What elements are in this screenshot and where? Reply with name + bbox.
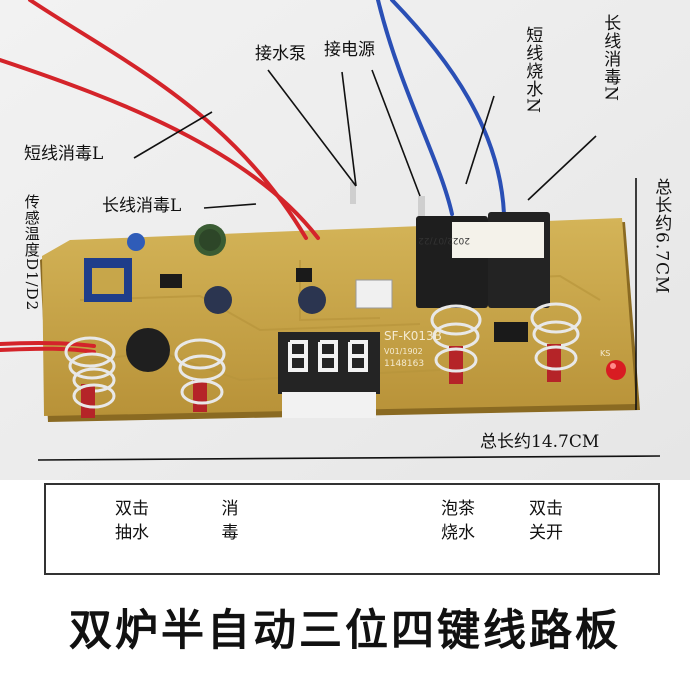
key-label-pump: 双击 抽水 <box>115 499 149 543</box>
key-label-disinfect: 消 毒 <box>221 499 239 543</box>
relay-date-text: 2022/07/22 <box>418 235 470 245</box>
label-sensor: 传感温度D1/D2 <box>22 194 41 312</box>
page-title: 双炉半自动三位四键线路板 <box>69 606 621 656</box>
board-model-text: SF-K013B <box>384 329 442 343</box>
key-label-tea-boil: 泡茶 烧水 <box>441 499 475 543</box>
board-code-text: 1148163 <box>384 359 424 369</box>
key-legend-box: 双击 抽水 消 毒 泡茶 烧水 双击 关开 <box>44 483 660 575</box>
key-label-power-toggle: 双击 关开 <box>529 499 563 543</box>
springs <box>64 302 582 418</box>
label-power: 接电源 <box>324 40 375 60</box>
label-long-wire-disinfect-l: 长线消毒L <box>102 196 182 216</box>
label-short-wire-boil-n: 短线烧水N <box>522 26 543 114</box>
transformer <box>84 258 132 302</box>
ics <box>160 268 528 342</box>
terminal-pins <box>350 182 425 224</box>
connector-block <box>355 279 393 309</box>
label-height: 总长约6.7CM <box>651 178 672 295</box>
annotation-lines <box>37 69 661 461</box>
board-version-text: V01/1902 <box>384 347 423 356</box>
label-length: 总长约14.7CM <box>480 432 600 452</box>
red-led <box>606 360 626 380</box>
capacitors <box>126 224 326 372</box>
relays <box>416 212 550 308</box>
blue-wires <box>376 0 506 216</box>
led-label-text: KS <box>600 349 610 358</box>
label-short-wire-disinfect-l: 短线消毒L <box>24 144 104 164</box>
label-pump: 接水泵 <box>255 44 306 64</box>
label-long-wire-disinfect-n: 长线消毒N <box>600 14 621 102</box>
seven-segment-display <box>278 332 380 418</box>
